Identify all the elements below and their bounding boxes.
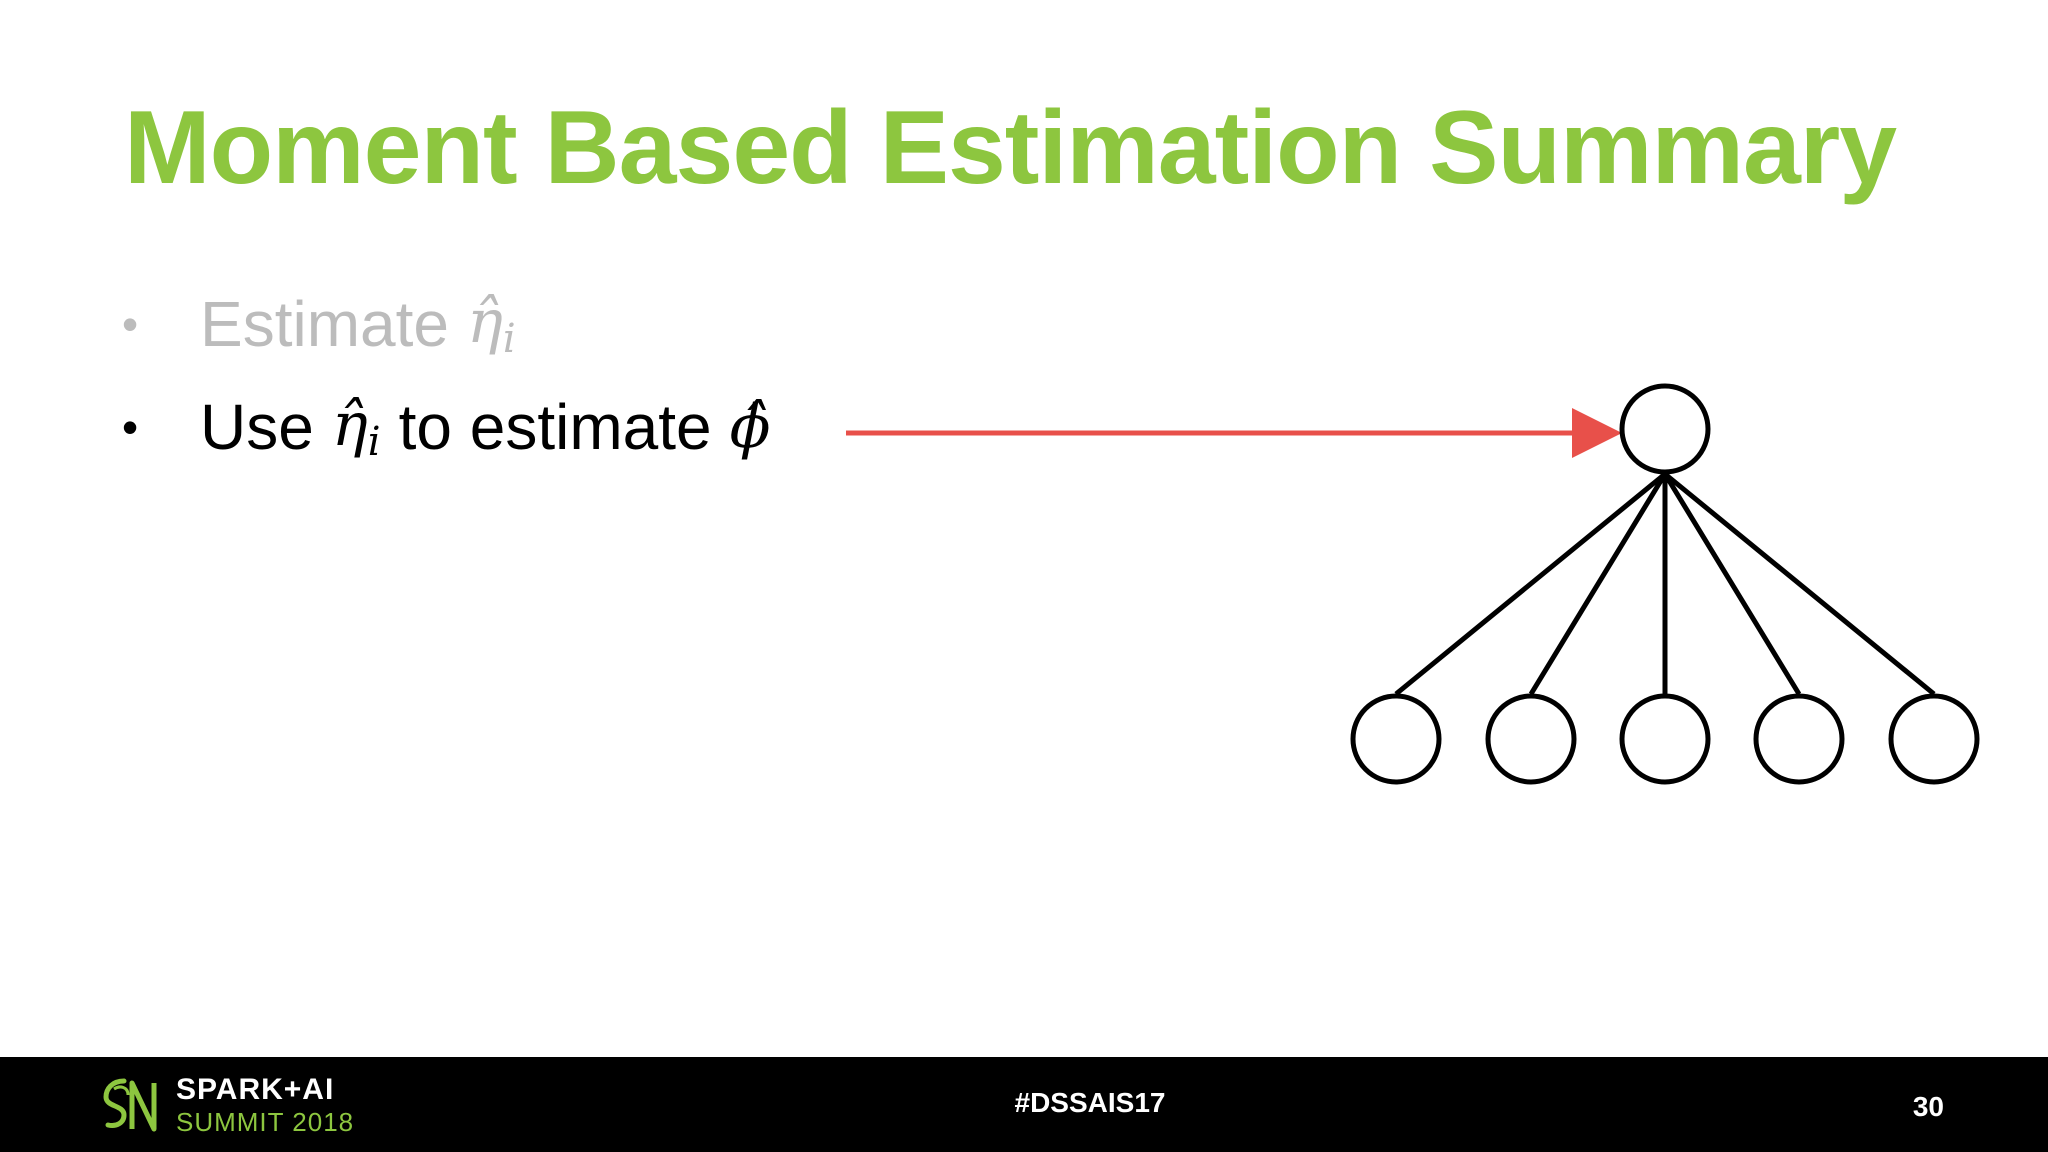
tree-diagram bbox=[846, 383, 1980, 785]
child-node-5 bbox=[1888, 693, 1980, 785]
edge-1 bbox=[1394, 472, 1667, 696]
bullet-marker: • bbox=[122, 298, 139, 350]
footer-bar: SPARK+AI SUMMIT 2018 #DSSAIS17 30 bbox=[0, 1057, 2048, 1152]
bullet-text: Use bbox=[200, 391, 314, 463]
slide-title: Moment Based Estimation Summary bbox=[124, 90, 1897, 206]
child-node-3 bbox=[1619, 693, 1711, 785]
child-node-2 bbox=[1485, 693, 1577, 785]
edge-4 bbox=[1662, 472, 1802, 696]
child-node-4 bbox=[1753, 693, 1845, 785]
edge-5 bbox=[1663, 472, 1936, 696]
spark-ai-summit-logo-icon bbox=[103, 1078, 157, 1132]
page-number: 30 bbox=[1912, 1091, 1944, 1122]
math-eta-hat: η̂i bbox=[466, 286, 516, 362]
hashtag: #DSSAIS17 bbox=[1014, 1087, 1166, 1118]
brand-event: SUMMIT 2018 bbox=[176, 1107, 355, 1137]
math-eta-hat: η̂i bbox=[331, 389, 381, 465]
bullet-estimate: • Estimate η̂i bbox=[122, 282, 516, 366]
bullet-text: Estimate bbox=[200, 288, 449, 360]
bullet-text-tail: to estimate bbox=[398, 391, 712, 463]
bullet-marker: • bbox=[122, 401, 139, 453]
brand-name: SPARK+AI bbox=[176, 1073, 335, 1106]
bullet-use-to-estimate: • Use η̂i to estimate ϕ̂ bbox=[122, 385, 771, 469]
tree-edges bbox=[1394, 472, 1936, 696]
math-phi-hat: ϕ̂ bbox=[729, 392, 771, 462]
child-node-1 bbox=[1350, 693, 1442, 785]
root-node bbox=[1619, 383, 1711, 475]
tree-nodes bbox=[1350, 383, 1980, 785]
edge-2 bbox=[1528, 472, 1668, 696]
